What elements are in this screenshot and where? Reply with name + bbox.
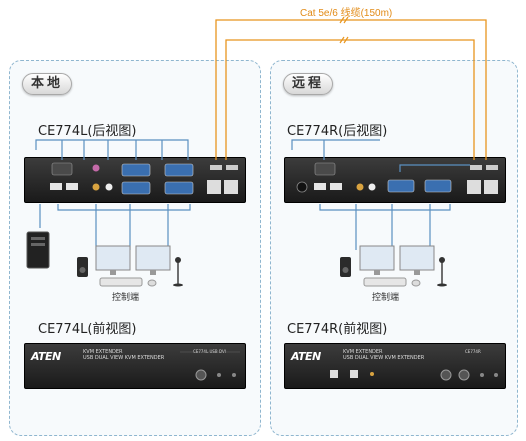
remote-rear-unit (284, 157, 506, 203)
remote-front-product-line1: KVM EXTENDER (343, 349, 383, 355)
local-rear-caption: CE774L(后视图) (38, 124, 137, 139)
local-front-product: KVM EXTENDER USB DUAL VIEW KVM EXTENDER (83, 349, 164, 361)
local-front-model: CE774L USB DVI (193, 349, 226, 354)
remote-front-brand: ATEN (291, 350, 321, 363)
local-front-caption: CE774L(前视图) (38, 322, 137, 337)
remote-console-label: 控制端 (372, 293, 400, 303)
remote-rear-caption: CE774R(后视图) (287, 124, 388, 139)
remote-title: 远程 (283, 73, 333, 95)
cable-label: Cat 5e/6 线缆(150m) (300, 8, 393, 19)
cable-break-marks (339, 16, 349, 44)
local-title: 本地 (22, 73, 72, 95)
local-console-label: 控制端 (112, 293, 140, 303)
local-front-unit: ATEN KVM EXTENDER USB DUAL VIEW KVM EXTE… (24, 343, 246, 389)
remote-front-model: CE774R (465, 349, 481, 354)
remote-front-caption: CE774R(前视图) (287, 322, 388, 337)
local-front-brand: ATEN (31, 350, 61, 363)
remote-front-product: KVM EXTENDER USB DUAL VIEW KVM EXTENDER (343, 349, 424, 361)
remote-front-unit: ATEN KVM EXTENDER USB DUAL VIEW KVM EXTE… (284, 343, 506, 389)
local-front-product-line1: KVM EXTENDER (83, 349, 123, 355)
local-front-product-line2: USB DUAL VIEW KVM EXTENDER (83, 355, 165, 361)
local-rear-unit (24, 157, 246, 203)
remote-front-product-line2: USB DUAL VIEW KVM EXTENDER (343, 355, 425, 361)
